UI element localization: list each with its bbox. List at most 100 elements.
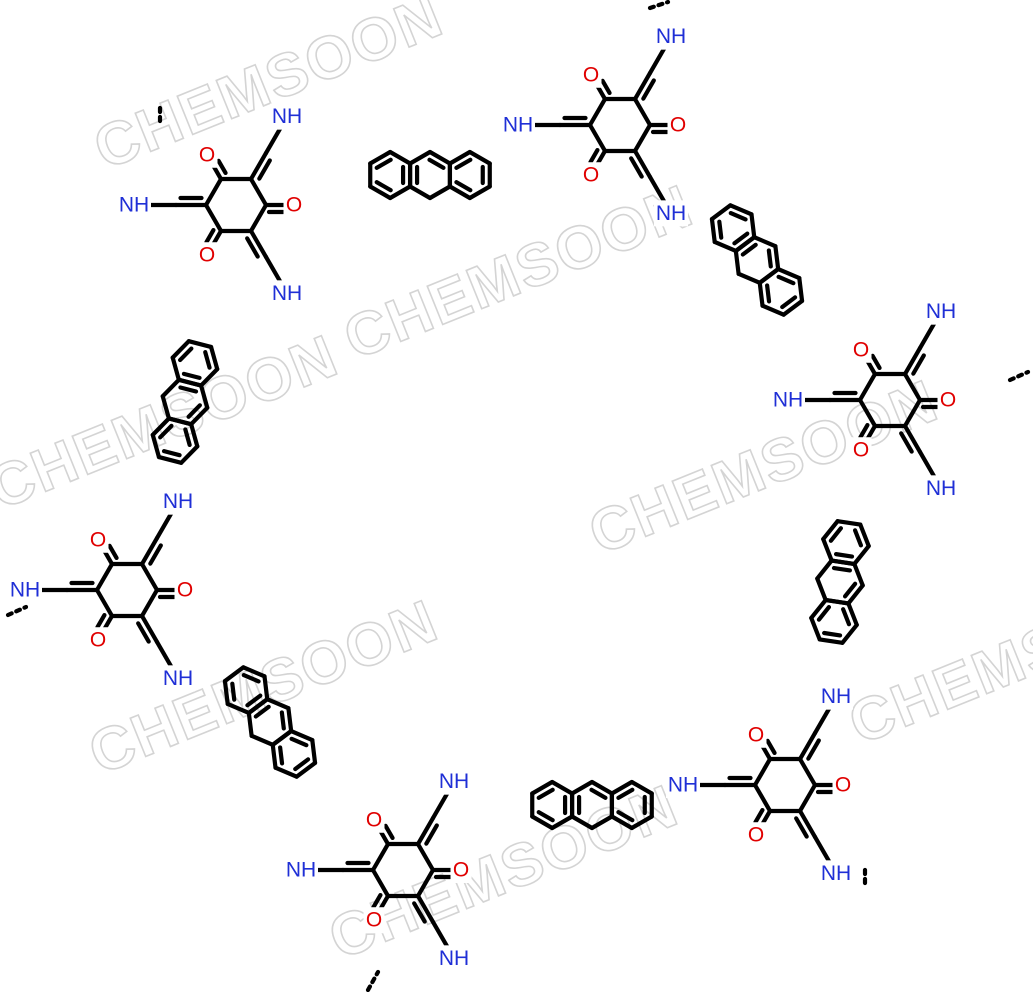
anthracene-2-ring2-bond2 (757, 266, 781, 285)
core-2-oxygen-0-backdrop (667, 112, 689, 138)
core-2-ring-bond5 (632, 96, 653, 128)
core-2-nh-0: NH (656, 202, 686, 225)
core-6-oxygen-0-backdrop (832, 772, 854, 798)
core-2-methine-2 (647, 46, 667, 76)
core-1-oxygen-2: O (199, 244, 215, 267)
core-4-exo-alkene5 (139, 535, 160, 567)
anthracene-4-ring0-bond4 (199, 366, 220, 388)
anthracene-4-ring2-bond5-inner (161, 449, 182, 458)
core-5-oxygen-4: O (366, 808, 382, 831)
anthracene-1-ring0-bond1-inner (374, 180, 393, 193)
core-4-ring-bond5 (139, 561, 160, 593)
core-4-carbonyl2-inner (95, 612, 107, 630)
core-2-ring-bond3 (587, 96, 608, 128)
core-2-oxygen-2: O (583, 164, 599, 187)
anthracene-2-ring0-bond3-inner (728, 210, 748, 222)
anthracene-2-ring0-bond2 (709, 203, 733, 222)
core-5-ring-bond0 (415, 867, 436, 899)
anthracene-5-ring2-bond5-inner (293, 757, 311, 772)
core-2-ring-bond0 (632, 122, 653, 154)
core-2-oxygen-2-backdrop (580, 162, 602, 189)
anthracene-2-ring2-bond0 (760, 303, 786, 317)
anthracene-4-ring0-bond1-inner (178, 346, 194, 363)
anthracene-2-ring1-bond2 (733, 235, 757, 254)
anthracene-5-ring1-bond3 (265, 697, 291, 711)
core-1-nh-1: NH (119, 194, 149, 217)
core-1-methine-0 (263, 254, 283, 284)
anthracene-6-ring2-bond0 (629, 814, 654, 831)
core-3-carbonyl4-inner (870, 353, 882, 371)
anthracene-5-ring2-bond5 (294, 760, 318, 779)
watermark-text-2: CHEMSOON (335, 172, 703, 372)
anthracene-4-ring1-bond3 (199, 383, 210, 410)
anthracene-6-ring1-bond0 (589, 814, 615, 831)
core-5-oxygen-2-backdrop (363, 907, 385, 934)
anthracene-3-ring1-bond2-inner (831, 565, 852, 573)
core-1-exo-alkene5-inner (257, 158, 272, 181)
anthracene-6-ring1-bond1 (569, 814, 595, 831)
anthracene-6-ring2-bond3 (609, 779, 634, 796)
anthracene-4-ring2-bond0 (150, 432, 162, 460)
core-5-nh-1-backdrop (284, 857, 318, 883)
anthracene-6-ring0-bond1-inner (536, 810, 555, 823)
anthracene-6-ring2-bond1-inner (616, 810, 635, 823)
core-3-nh-2: NH (926, 300, 956, 323)
core-1-nh-0: NH (272, 282, 302, 305)
core-2-oxygen-4-backdrop (580, 61, 602, 88)
core-1-carbonyl2-inner (204, 227, 216, 245)
core-4-ring-bond0 (139, 587, 160, 619)
core-1-exo-alkene5 (248, 150, 269, 182)
core-2-exo-alkene5 (632, 70, 653, 102)
core-3-oxygen-4: O (853, 338, 869, 361)
anthracene-2-ring0-bond1 (709, 216, 717, 245)
core-2-ring-bond2 (587, 122, 608, 154)
anthracene-4-ring0-bond3-inner (203, 350, 212, 370)
core-2-exo-alkene1 (632, 148, 653, 180)
core-3-exo-alkene1-inner (899, 431, 914, 454)
core-4-exo-alkene1 (139, 613, 160, 645)
anthracene-1-ring2-bond4 (467, 149, 492, 166)
anthracene-3-ring0-bond1-inner (828, 526, 844, 543)
core-5-methine-2 (430, 791, 450, 821)
core-1-oxygen-4-backdrop (196, 141, 218, 168)
anthracene-3-ring2-bond4 (840, 622, 859, 645)
anthracene-2-ring0-bond1-inner (717, 219, 724, 240)
anthracene-2-ring0-bond0 (712, 239, 738, 254)
anthracene-5-ring1-bond2-inner (253, 704, 271, 719)
core-4-carbonyl4-inner (107, 543, 119, 561)
core-6-nh-0-backdrop (819, 860, 853, 887)
core-2-exo-alkene1-inner (629, 156, 644, 179)
core-4-oxygen-4-backdrop (87, 526, 109, 553)
core-6-oxygen-4-backdrop (745, 721, 767, 748)
core-2-exo-alkene5-inner (641, 78, 656, 101)
core-5-ring-bond2 (370, 867, 391, 899)
polymer-extension-5 (365, 969, 381, 992)
core-3-nh-1: NH (773, 389, 803, 412)
core-3-oxygen-2: O (853, 439, 869, 462)
core-6-nh-2: NH (821, 685, 851, 708)
anthracene-6-ring0-bond0 (550, 814, 575, 831)
anthracene-5-ring0-bond0 (225, 701, 251, 716)
anthracene-1-ring0-bond3-inner (374, 157, 393, 170)
anthracene-2-ring1-bond0 (736, 271, 762, 285)
anthracene-2-ring1-bond2-inner (740, 242, 758, 257)
anthracene-6-ring1-bond4 (589, 779, 615, 796)
polymer-extension-3 (1007, 369, 1031, 383)
anthracene-1-ring2-bond3-inner (454, 157, 473, 170)
core-5-exo-alkene1-inner (412, 901, 427, 924)
anthracene-2-ring2-bond4 (797, 275, 805, 304)
anthracene-2-ring2-bond1-inner (765, 283, 772, 304)
anthracene-4-ring2-bond1-inner (158, 423, 174, 440)
anthracene-5-ring0-bond1 (222, 678, 230, 707)
core-3-nh-0-backdrop (924, 475, 958, 502)
anthracene-4-ring2-bond4 (179, 444, 200, 465)
core-2-oxygen-4: O (583, 63, 599, 86)
core-3-ring-bond3 (857, 371, 878, 403)
anthracene-1-ring0-bond1 (368, 184, 393, 201)
anthracene-2-ring2-bond3-inner (776, 274, 796, 286)
core-4-nh-1-backdrop (8, 577, 42, 603)
anthracene-1-ring1-bond1 (407, 184, 433, 201)
anthracene-5-ring0-bond3-inner (241, 672, 261, 684)
